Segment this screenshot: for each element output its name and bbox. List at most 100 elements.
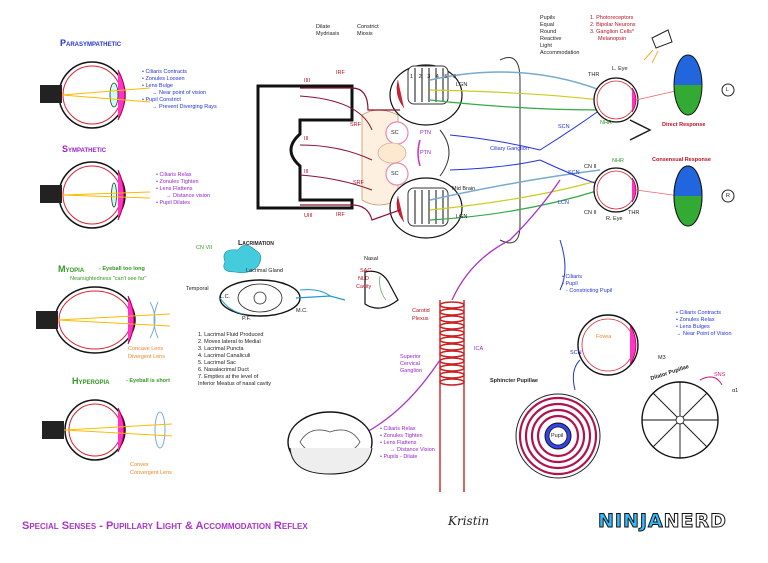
symp-chain-effects: • Ciliaris Relax • Zonules Tighten • Len… <box>380 426 435 461</box>
perrla-3: Round <box>540 29 557 35</box>
lacrimal-apparatus <box>219 244 399 317</box>
ptn-top: PTN <box>420 130 431 136</box>
cn2-bottom: CN II <box>584 210 597 216</box>
hyperopia-lens2: Convergent Lens <box>130 470 172 476</box>
sns-label: SNS <box>714 372 726 378</box>
alpha-label: α1 <box>732 388 739 394</box>
layer-5: 5 <box>444 74 450 80</box>
temporal-label: Temporal <box>186 286 209 292</box>
eye-myopia <box>36 286 171 354</box>
roman-bottom: UIII <box>304 213 313 219</box>
para-muscle-effect-2: • Zonules Relax <box>676 317 715 323</box>
nhr-bottom: NHR <box>612 158 624 164</box>
l-eye-label: L. Eye <box>612 66 628 72</box>
perrla-4: Reactive <box>540 36 562 42</box>
r-marker: R <box>726 193 730 199</box>
label-mydriasis: Mydriasis <box>316 31 340 37</box>
consensual-response: Consensual Response <box>652 157 711 163</box>
roman-mid2: III <box>304 169 309 175</box>
logo-part-ninja: NINJA <box>598 510 664 533</box>
lacrimation-step-5: 5. Lacrimal Sac <box>198 360 236 366</box>
ganglion-label: Ganglion <box>400 368 423 374</box>
lacrimation-step-1: 1. Lacrimal Fluid Produced <box>198 332 264 338</box>
sc-top: SC <box>391 130 399 136</box>
retina-cell-2: 2. Bipolar Neurons <box>590 22 636 28</box>
sympathetic-chain <box>287 179 561 492</box>
fovea-label: Fovea <box>596 334 612 340</box>
mc-label: M.C. <box>296 308 308 314</box>
pupil-muscles <box>515 239 723 479</box>
cn3-item-3: - Constricting Pupil <box>566 288 613 294</box>
logo-part-nerd: NERD <box>663 510 727 533</box>
para-effect-6: → Prevent Diverging Rays <box>152 104 217 110</box>
myopia-desc: - Eyeball too long <box>99 266 145 272</box>
layer-4: 4 <box>435 74 441 80</box>
lacrimation-title: Lacrimation <box>238 240 274 247</box>
label-constrict: Constrict <box>357 24 379 30</box>
carotid-label: Carotid <box>412 308 430 314</box>
symp-title: Sympathetic <box>62 144 107 154</box>
roman-mid: III <box>304 136 309 142</box>
perrla-2: Equal <box>540 22 555 28</box>
label-miosis: Miosis <box>357 31 373 37</box>
nasal-label: Nasal <box>364 256 379 262</box>
cavity-label: Cavity <box>356 284 372 290</box>
symp-chain-effect-1: • Ciliaris Relax <box>380 426 416 432</box>
hyperopia-lens: Convex <box>130 462 149 468</box>
lacrimation-step-7: 7. Empties at the level of <box>198 374 259 380</box>
superior-label: Superior <box>400 354 421 360</box>
para-muscle-effect-4: → Near Point of Vision <box>676 331 732 337</box>
perrla-6: Accommodation <box>540 50 580 56</box>
symp-effect-2: • Zonules Tighten <box>156 179 199 185</box>
symp-chain-effect-5: • Pupils - Dilate <box>380 454 418 460</box>
lgn-top: LGN <box>456 82 468 88</box>
midbrain-label: Mid Brain <box>452 186 476 192</box>
irf-bottom: IRF <box>336 212 345 218</box>
srf-top: SRF <box>350 122 361 128</box>
scn-mid: SCN <box>568 170 580 176</box>
thr-top: THR <box>588 72 600 78</box>
ica-label: ICA <box>474 346 484 352</box>
symp-chain-effect-4: → Distance Vision <box>390 447 435 453</box>
thr-bottom: THR <box>628 210 640 216</box>
l-marker: L <box>726 87 730 93</box>
symp-effect-5: • Pupil Dilates <box>156 200 191 206</box>
layer-2: 2 <box>418 74 424 80</box>
ciliary-ganglion: Ciliary Ganglion <box>490 146 529 152</box>
author-signature: Kristin <box>448 514 490 528</box>
r-eye-label: R. Eye <box>606 216 623 222</box>
perrla-list: Pupils Equal Round Reactive Light Accomm… <box>540 15 579 57</box>
eye-parasympathetic <box>40 61 151 129</box>
myopia-desc2: Nearsightedness "can't see far" <box>70 276 147 282</box>
lgn-layers-top: 1 2 3 4 5 6 <box>410 74 458 81</box>
ptn-bottom: PTN <box>420 150 431 156</box>
right-eyes <box>593 29 735 227</box>
plexus-label: Plexus <box>412 316 429 322</box>
symp-effect-4: → Distance vision <box>166 193 211 199</box>
label-dilate: Dilate <box>316 24 331 30</box>
lc-label: L.C. <box>220 294 231 300</box>
cn2-top: CN II <box>584 164 597 170</box>
para-effect-4: → Near point of vision <box>152 90 207 96</box>
layer-1: 1 <box>410 74 416 80</box>
lcn: LCN <box>558 200 570 206</box>
scn-top: SCN <box>558 124 570 130</box>
para-muscle-effect-1: • Ciliaris Contracts <box>676 310 722 316</box>
layer-3: 3 <box>427 74 433 80</box>
symp-effect-3: • Lens Flattens <box>156 186 193 192</box>
sphincter-label: Sphincter Pupillae <box>490 378 538 384</box>
para-effect-1: • Ciliaris Contracts <box>142 69 188 75</box>
myopia-title: Myopia <box>58 264 85 274</box>
para-effects-list: • Ciliaris Contracts • Zonules Loosen • … <box>142 69 217 111</box>
m3-label: M3 <box>658 355 666 361</box>
eye-hyperopia <box>42 399 173 461</box>
hyperopia-desc: - Eyeball is short <box>126 378 171 384</box>
roman-top: IIII <box>304 78 311 84</box>
para-muscle-effect-3: • Lens Bulges <box>676 324 710 330</box>
hyperopia-title: Hyperopia <box>72 376 110 386</box>
sac-label: SAC <box>360 268 372 274</box>
brain-cross-section <box>256 57 521 244</box>
cervical-label: Cervical <box>400 361 420 367</box>
